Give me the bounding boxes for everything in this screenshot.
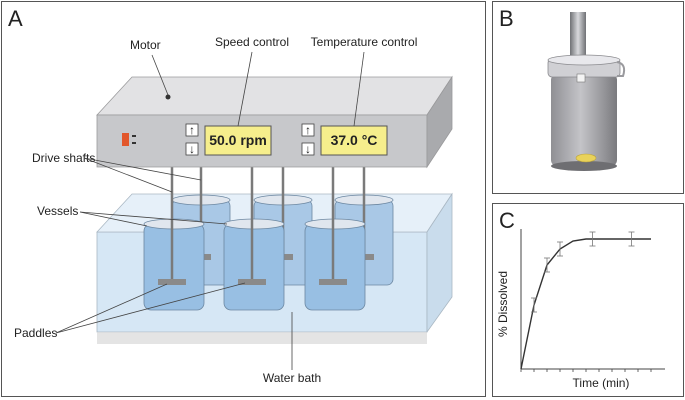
motor-screw-icon xyxy=(165,94,171,100)
error-bars xyxy=(531,231,635,313)
motor-leader-line xyxy=(151,54,169,96)
panel-letter-a: A xyxy=(8,6,23,31)
temperature-leader-line xyxy=(353,51,365,127)
panel-letter-b: B xyxy=(499,6,514,31)
panel-b: B xyxy=(492,1,684,194)
drive-shafts-label: Drive shafts xyxy=(32,151,95,165)
error-bar xyxy=(628,231,635,247)
panel-c: C Time (min) % Dissolved xyxy=(492,203,684,397)
temperature-display-value: 37.0 °C xyxy=(331,132,378,148)
drive-shafts-leader-line-1 xyxy=(83,157,173,193)
speed-leader-line xyxy=(237,51,253,127)
error-bar xyxy=(531,297,537,313)
paddles-label: Paddles xyxy=(14,326,57,340)
vessel-body xyxy=(551,74,617,166)
drive-shafts-leader-line-2 xyxy=(83,157,202,181)
series-line xyxy=(520,238,651,370)
temperature-display xyxy=(320,125,388,156)
vessel-front-2 xyxy=(223,218,285,311)
speed-up-button[interactable] xyxy=(185,123,199,137)
y-axis-label: % Dissolved xyxy=(496,271,510,337)
speed-down-button[interactable] xyxy=(185,142,199,156)
down-arrow-icon: ↓ xyxy=(305,142,311,156)
clamp-handle xyxy=(616,61,626,77)
vessels-label: Vessels xyxy=(37,204,78,218)
vessel-front-3 xyxy=(304,218,366,311)
down-arrow-icon: ↓ xyxy=(189,142,195,156)
vessel-rim xyxy=(547,54,621,66)
panel-a: A xyxy=(1,1,486,397)
vessel-front-1 xyxy=(143,218,205,311)
error-bar xyxy=(589,231,596,247)
vessels-leader-line-2 xyxy=(79,211,228,225)
single-vessel-illustration xyxy=(547,12,626,171)
power-indicator-icon xyxy=(122,133,129,146)
up-arrow-icon: ↑ xyxy=(189,123,195,137)
up-arrow-icon: ↑ xyxy=(305,123,311,137)
speed-display-value: 50.0 rpm xyxy=(209,132,267,148)
temperature-up-button[interactable] xyxy=(301,123,315,137)
paddles-leader-line-2 xyxy=(55,282,246,334)
motor-label: Motor xyxy=(130,38,161,52)
clip-icon xyxy=(576,73,586,83)
error-bar xyxy=(544,257,550,273)
x-axis-ticks xyxy=(520,369,652,372)
paddles-leader-line-1 xyxy=(55,283,168,334)
x-axis-label: Time (min) xyxy=(573,376,630,390)
temperature-down-button[interactable] xyxy=(301,142,315,156)
temperature-control-label: Temperature control xyxy=(311,35,418,49)
indicator-dot-icon xyxy=(132,142,136,144)
panel-letter-c: C xyxy=(499,208,515,233)
vessel-bottom xyxy=(551,161,617,171)
dissolution-chart: Time (min) % Dissolved xyxy=(496,229,665,390)
indicator-dot-icon xyxy=(132,135,136,137)
drive-shaft xyxy=(570,12,586,62)
vessels-leader-line-1 xyxy=(79,211,148,227)
motor-housing xyxy=(96,75,453,169)
water-bath-label: Water bath xyxy=(263,371,321,385)
dissolution-apparatus-diagram: ↑ ↓ 50.0 rpm ↑ ↓ 37.0 °C Motor Speed con… xyxy=(14,35,453,385)
tablet-icon xyxy=(575,153,597,163)
speed-control-label: Speed control xyxy=(215,35,289,49)
error-bar xyxy=(557,241,563,257)
